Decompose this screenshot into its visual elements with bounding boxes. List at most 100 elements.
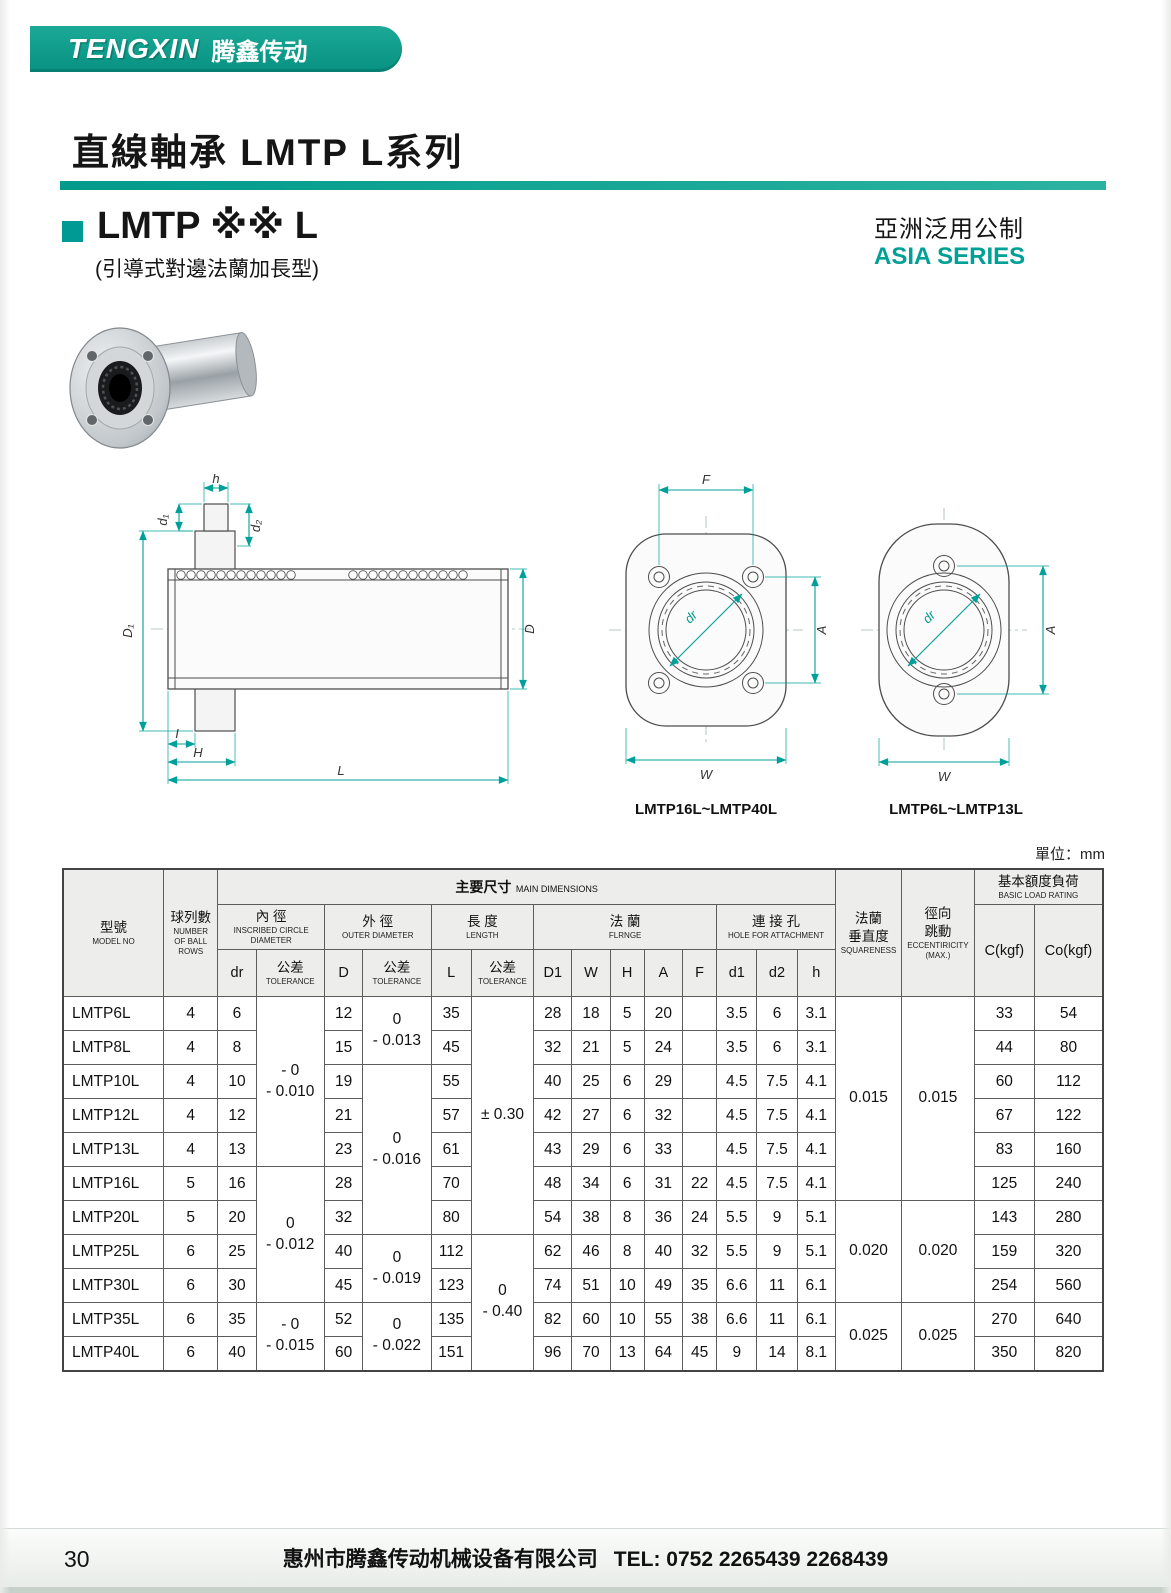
th-flange-zh: 法 蘭 (609, 914, 641, 930)
th-A: A (643, 949, 683, 997)
dim-label-W: W (700, 767, 714, 782)
th-W-label: W (584, 965, 598, 981)
td-Co: 160 (1033, 1132, 1104, 1167)
th-H: H (609, 949, 645, 997)
th-D1-label: D1 (543, 965, 563, 981)
td-dr: 35 (217, 1302, 257, 1337)
td-C: 44 (973, 1030, 1035, 1065)
td-L: 123 (430, 1268, 472, 1303)
td-d1: 5.5 (716, 1234, 758, 1269)
td-model: LMTP25L (62, 1234, 165, 1269)
dim-label-A: A (1043, 626, 1058, 636)
th-F-label: F (695, 965, 704, 981)
th-d1: d1 (716, 949, 758, 997)
td-dr: 10 (217, 1064, 257, 1099)
td-D1: 82 (533, 1302, 573, 1337)
td-C: 254 (973, 1268, 1035, 1303)
series-label-en: ASIA SERIES (874, 243, 1026, 270)
th-len-zh: 長 度 (466, 914, 498, 930)
td-model: LMTP20L (62, 1200, 165, 1235)
th-co-label: Co(kgf) (1044, 942, 1093, 959)
td-d2: 7.5 (756, 1132, 798, 1167)
td-H: 8 (609, 1200, 645, 1235)
td-D: 40 (323, 1234, 364, 1269)
td-C: 60 (973, 1064, 1035, 1099)
th-main-dimensions: 主要尺寸 MAIN DIMENSIONS (217, 868, 836, 905)
td-C: 159 (973, 1234, 1035, 1269)
td-d1: 6.6 (716, 1302, 758, 1337)
td-A: 64 (643, 1336, 683, 1371)
td-D: 32 (323, 1200, 364, 1235)
td-C: 143 (973, 1200, 1035, 1235)
product-subtitle: (引導式對邊法蘭加長型) (95, 258, 319, 281)
td-D1: 40 (533, 1064, 573, 1099)
td-d1: 4.5 (716, 1064, 758, 1099)
td-L: 135 (430, 1302, 472, 1337)
th-d2: d2 (756, 949, 798, 997)
th-Ltol-en: TOLERANCE (478, 976, 527, 986)
td-d1: 5.5 (716, 1200, 758, 1235)
td-Co: 112 (1033, 1064, 1104, 1099)
td-C: 350 (973, 1336, 1035, 1371)
td-L: 57 (430, 1098, 472, 1133)
td-h: 3.1 (796, 1030, 836, 1065)
td-A: 36 (643, 1200, 683, 1235)
td-L: 45 (430, 1030, 472, 1065)
td-H: 6 (609, 1098, 645, 1133)
table-row: LMTP16L 5 16 0 - 0.012 28 70 48 34 6 31 … (62, 1166, 1104, 1303)
td-L: 80 (430, 1200, 472, 1235)
td-F: 24 (681, 1200, 718, 1235)
dim-label-H: H (193, 745, 203, 760)
td-dr: 16 (217, 1166, 257, 1201)
td-dr: 8 (217, 1030, 257, 1065)
td-model: LMTP30L (62, 1268, 165, 1303)
brand-logo-chinese: 腾鑫传动 (211, 38, 308, 66)
drawing-caption: LMTP16L~LMTP40L (634, 801, 778, 818)
td-F (681, 1098, 718, 1133)
td-D: 19 (323, 1064, 364, 1099)
dim-label-D1: D₁ (120, 624, 135, 638)
td-ball-rows: 5 (163, 1166, 219, 1201)
td-L: 112 (430, 1234, 472, 1269)
table-row: LMTP8L 4 8 15 45 32 21 5 24 3.5 6 3.1 44… (62, 1030, 1104, 1065)
product-photo (69, 327, 257, 449)
td-D: 60 (323, 1336, 364, 1371)
td-eccentricity: 0.015 (901, 996, 975, 1201)
td-dr: 30 (217, 1268, 257, 1303)
td-W: 25 (571, 1064, 611, 1099)
td-F (681, 1064, 718, 1099)
td-Co: 320 (1033, 1234, 1104, 1269)
td-model: LMTP12L (62, 1098, 165, 1133)
td-D1: 96 (533, 1336, 573, 1371)
th-Dtol-en: TOLERANCE (372, 976, 422, 986)
td-D-tolerance: 0 - 0.016 (362, 1064, 432, 1235)
ball-row (176, 570, 468, 580)
td-dr: 20 (217, 1200, 257, 1235)
dim-label-A: A (814, 626, 829, 636)
td-Co: 280 (1033, 1200, 1104, 1235)
brand-banner: TENGXIN 腾鑫传动 (30, 26, 402, 72)
td-D1: 62 (533, 1234, 573, 1269)
td-H: 10 (609, 1302, 645, 1337)
td-ball-rows: 5 (163, 1200, 219, 1235)
td-F (681, 1030, 718, 1065)
title-divider (60, 181, 1106, 190)
td-dr: 6 (217, 996, 257, 1031)
th-outer-zh: 外 徑 (362, 914, 394, 930)
td-dr: 40 (217, 1336, 257, 1371)
th-balls-zh: 球列數 (170, 910, 211, 926)
dim-label-L: L (337, 763, 344, 778)
td-model: LMTP40L (62, 1336, 165, 1371)
td-A: 40 (643, 1234, 683, 1269)
